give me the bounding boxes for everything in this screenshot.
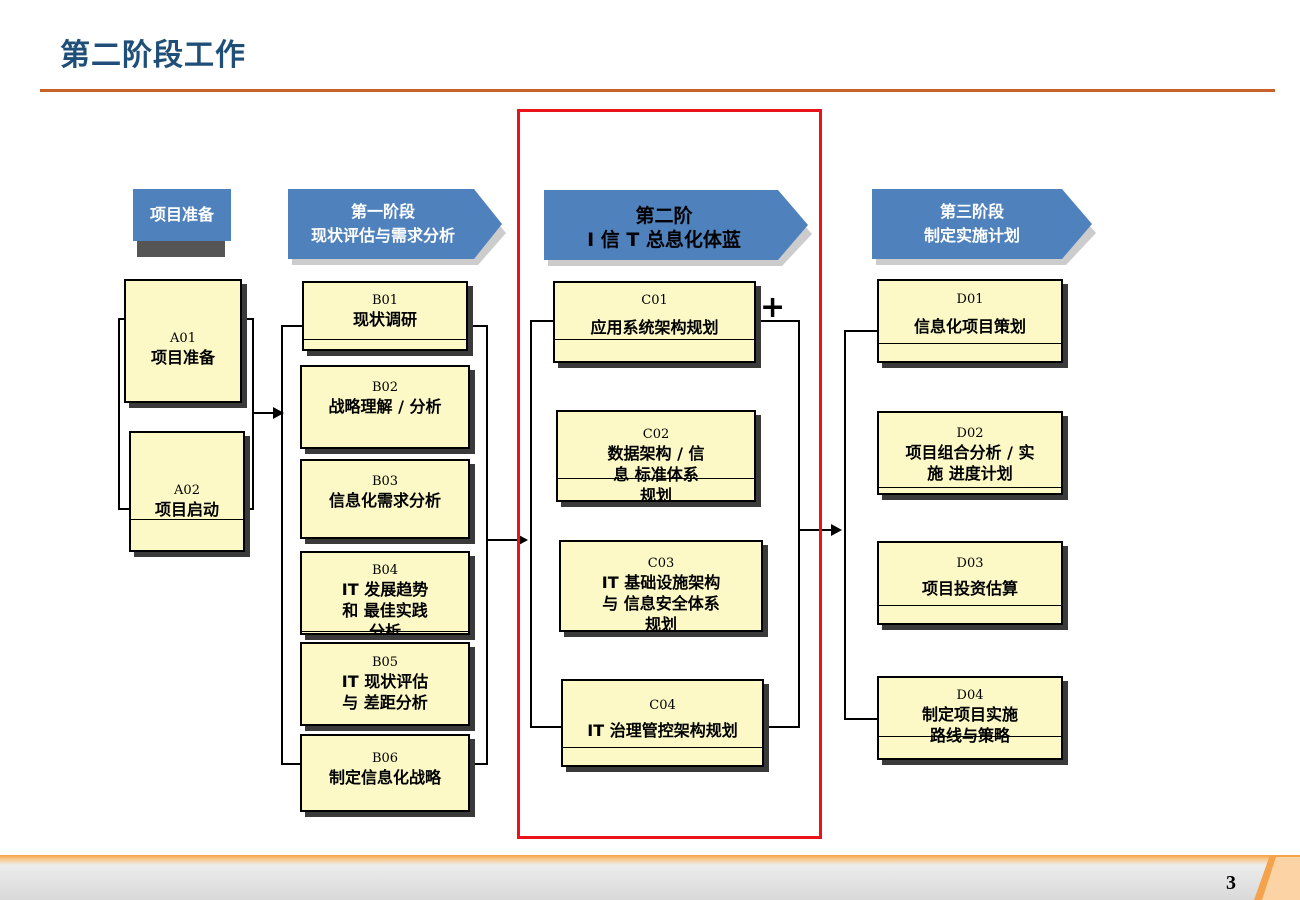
connector-line — [798, 320, 800, 728]
task-code: D02 — [956, 426, 984, 441]
phase-one-subtitle: 现状评估与需求分析 — [310, 226, 455, 245]
phase-header-three: 第三阶段 制定实施计划 — [872, 189, 1098, 269]
phase-three-title: 第三阶段 — [939, 202, 1004, 221]
task-name: 制定项目实施 路线与策略 — [921, 705, 1018, 745]
task-box-b04: B04 IT 发展趋势 和 最佳实践 分析 — [300, 551, 470, 635]
task-code: A01 — [170, 331, 196, 346]
task-code: C01 — [641, 293, 668, 308]
connector-line — [118, 508, 130, 510]
connector-line — [242, 318, 254, 320]
connector-line — [844, 718, 878, 720]
task-name: 项目准备 — [150, 348, 215, 367]
task-code: B03 — [371, 474, 399, 489]
connector-line — [252, 318, 254, 510]
task-box-c04: C04 IT 治理管控架构规划 — [561, 679, 764, 767]
footer-bar — [0, 855, 1300, 900]
phase-header-two: 第二阶 I 信 T 总息化体蓝 — [544, 190, 814, 270]
phase-one-title: 第一阶段 — [350, 202, 415, 221]
connector-line — [118, 318, 120, 510]
task-box-b01: B01 现状调研 — [302, 281, 468, 351]
title-divider — [40, 89, 1275, 92]
phase-header-one: 第一阶段 现状评估与需求分析 — [288, 189, 508, 269]
task-code: B05 — [371, 655, 399, 670]
connector-line — [766, 726, 800, 728]
phase-two-highlight-frame — [517, 109, 822, 839]
task-name: IT 基础设施架构 与 信息安全体系 规划 — [601, 573, 721, 632]
arrow-head — [517, 534, 528, 546]
task-name: 数据架构 / 信 息 标准体系 规划 — [607, 444, 705, 502]
phase-two-title: 第二阶 — [635, 205, 693, 227]
plus-sign: + — [760, 290, 786, 325]
connector-line — [281, 325, 303, 327]
page-number: 3 — [1226, 872, 1236, 894]
connector-line — [844, 330, 878, 332]
task-name: 制定信息化战略 — [328, 768, 441, 787]
task-box-c01: C01 应用系统架构规划 — [553, 281, 756, 363]
connector-line — [245, 508, 254, 510]
arrow-head — [273, 407, 284, 419]
task-code: A02 — [174, 483, 200, 498]
task-name: IT 发展趋势 和 最佳实践 分析 — [341, 580, 429, 635]
connector-line — [252, 412, 274, 414]
phase-one-arrow — [288, 189, 506, 265]
connector-line — [530, 320, 532, 728]
task-box-d04: D04 制定项目实施 路线与策略 — [877, 676, 1063, 760]
task-name: 项目投资估算 — [921, 579, 1018, 598]
task-code: C02 — [642, 427, 670, 442]
task-name: 项目启动 — [154, 500, 219, 519]
task-name: IT 治理管控架构规划 — [587, 721, 738, 740]
task-box-a01: A01 项目准备 — [124, 279, 242, 403]
phase-three-arrow — [872, 189, 1096, 265]
page-title: 第二阶段工作 — [60, 38, 246, 73]
connector-line — [466, 325, 488, 327]
task-code: C04 — [649, 698, 676, 713]
connector-line — [486, 325, 488, 765]
phase-prep-shape — [133, 189, 231, 257]
task-name: 信息化需求分析 — [328, 491, 441, 510]
task-box-a02: A02 项目启动 — [129, 431, 245, 552]
task-box-d03: D03 项目投资估算 — [877, 541, 1063, 625]
connector-line — [118, 318, 126, 320]
connector-line — [798, 529, 832, 531]
phase-prep-label: 项目准备 — [149, 205, 214, 224]
task-code: B04 — [371, 563, 399, 578]
task-code: C03 — [647, 556, 675, 571]
task-box-b05: B05 IT 现状评估 与 差距分析 — [300, 642, 470, 726]
task-name: IT 现状评估 与 差距分析 — [341, 672, 429, 712]
task-box-d01: D01 信息化项目策划 — [877, 279, 1063, 363]
task-box-b06: B06 制定信息化战略 — [300, 734, 470, 812]
connector-line — [530, 726, 562, 728]
task-code: B02 — [371, 380, 399, 395]
phase-three-subtitle: 制定实施计划 — [923, 226, 1020, 245]
connector-line — [281, 325, 283, 765]
task-name: 战略理解 / 分析 — [328, 397, 442, 416]
task-code: B06 — [371, 751, 399, 766]
footer-corner-accent — [1254, 855, 1300, 900]
task-name: 现状调研 — [352, 310, 417, 329]
task-code: D01 — [956, 292, 984, 307]
task-name: 信息化项目策划 — [913, 317, 1026, 336]
task-name: 应用系统架构规划 — [590, 318, 719, 337]
connector-line — [281, 763, 303, 765]
phase-header-prep: 项目准备 — [133, 189, 231, 269]
connector-line — [530, 320, 554, 322]
arrow-head — [831, 524, 842, 536]
task-box-c03: C03 IT 基础设施架构 与 信息安全体系 规划 — [559, 540, 763, 632]
task-name: 项目组合分析 / 实 施 进度计划 — [905, 443, 1035, 483]
task-box-d02: D02 项目组合分析 / 实 施 进度计划 — [877, 411, 1063, 495]
connector-line — [470, 763, 488, 765]
task-code: B01 — [371, 293, 399, 308]
phase-two-arrow — [544, 190, 812, 266]
task-box-b03: B03 信息化需求分析 — [300, 459, 470, 539]
task-box-b02: B02 战略理解 / 分析 — [300, 365, 470, 449]
task-code: D04 — [956, 688, 984, 703]
phase-two-subtitle: I 信 T 总息化体蓝 — [587, 229, 741, 251]
task-code: D03 — [956, 556, 984, 571]
task-box-c02: C02 数据架构 / 信 息 标准体系 规划 — [556, 410, 756, 502]
connector-line — [844, 330, 846, 720]
connector-line — [486, 539, 518, 541]
connector-line — [756, 320, 800, 322]
